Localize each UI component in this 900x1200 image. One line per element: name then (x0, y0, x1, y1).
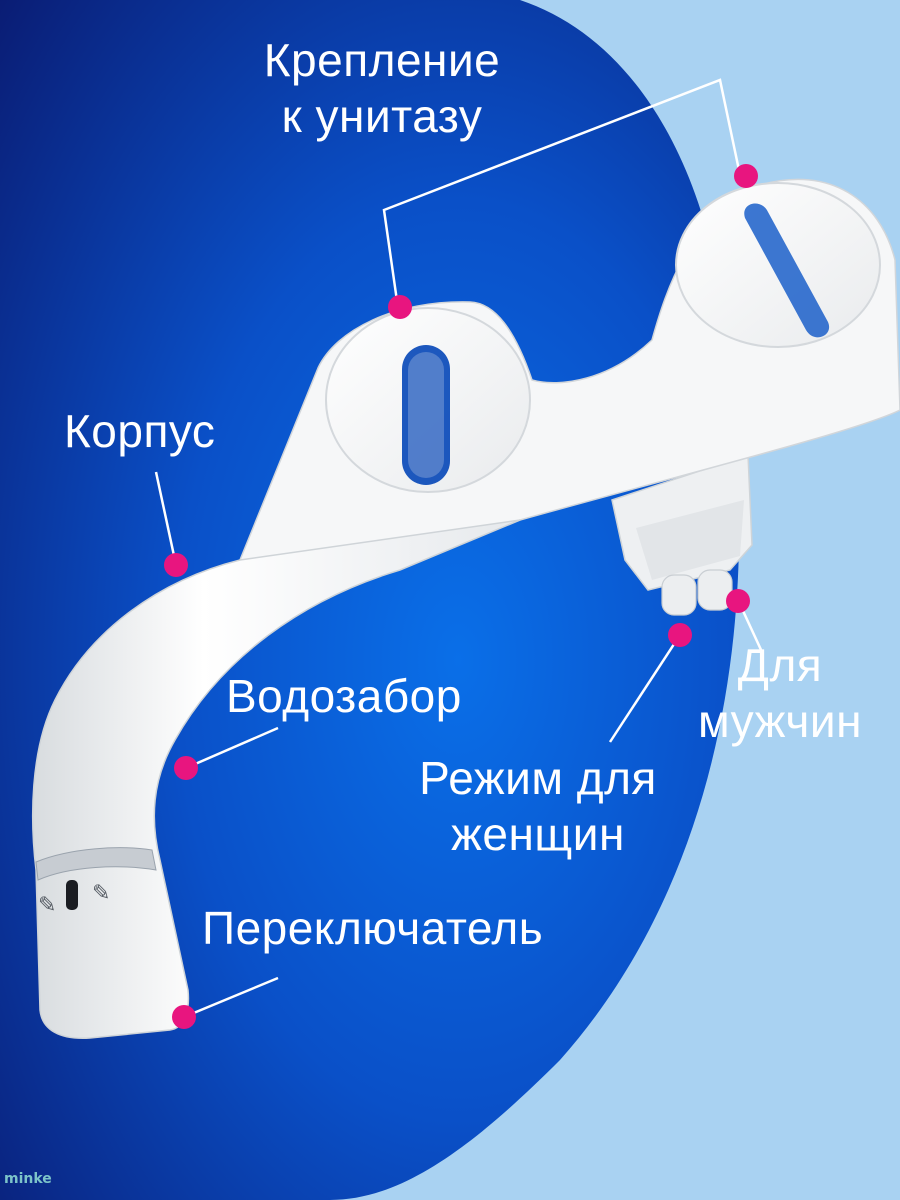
label-women-line-1: Режим для (419, 752, 657, 804)
label-water-intake: Водозабор (226, 670, 462, 722)
label-men-line-1: Для (737, 639, 823, 691)
label-mount-line-2: к унитазу (281, 90, 483, 142)
leader-water-intake (185, 726, 279, 770)
marker-mount-left (388, 295, 412, 319)
marker-water-intake (174, 756, 198, 780)
label-switch: Переключатель (202, 902, 544, 954)
label-mount-line-1: Крепление (263, 34, 501, 86)
leader-lines (154, 78, 764, 1019)
marker-switch (172, 1005, 196, 1029)
leader-mount (382, 78, 742, 309)
svg-text:✎: ✎ (92, 881, 110, 906)
marker-body (164, 553, 188, 577)
background-dark-circle (0, 0, 740, 1200)
label-men: Для мужчин (672, 637, 888, 749)
leader-switch (183, 976, 279, 1019)
marker-men (726, 589, 750, 613)
watermark: minke (4, 1171, 52, 1187)
label-body: Корпус (64, 405, 216, 457)
label-mount: Крепление к унитазу (232, 32, 532, 144)
leader-women (608, 634, 682, 743)
label-men-line-2: мужчин (698, 695, 862, 747)
marker-mount-right (734, 164, 758, 188)
label-women-line-2: женщин (451, 808, 625, 860)
marker-dots (164, 164, 758, 1029)
label-women: Режим для женщин (388, 750, 688, 862)
left-mount-disc (325, 307, 531, 493)
svg-text:✎: ✎ (38, 893, 56, 918)
nozzle-block (611, 453, 753, 616)
right-mount-disc (675, 182, 881, 348)
marker-women (668, 623, 692, 647)
leader-body (154, 471, 178, 566)
